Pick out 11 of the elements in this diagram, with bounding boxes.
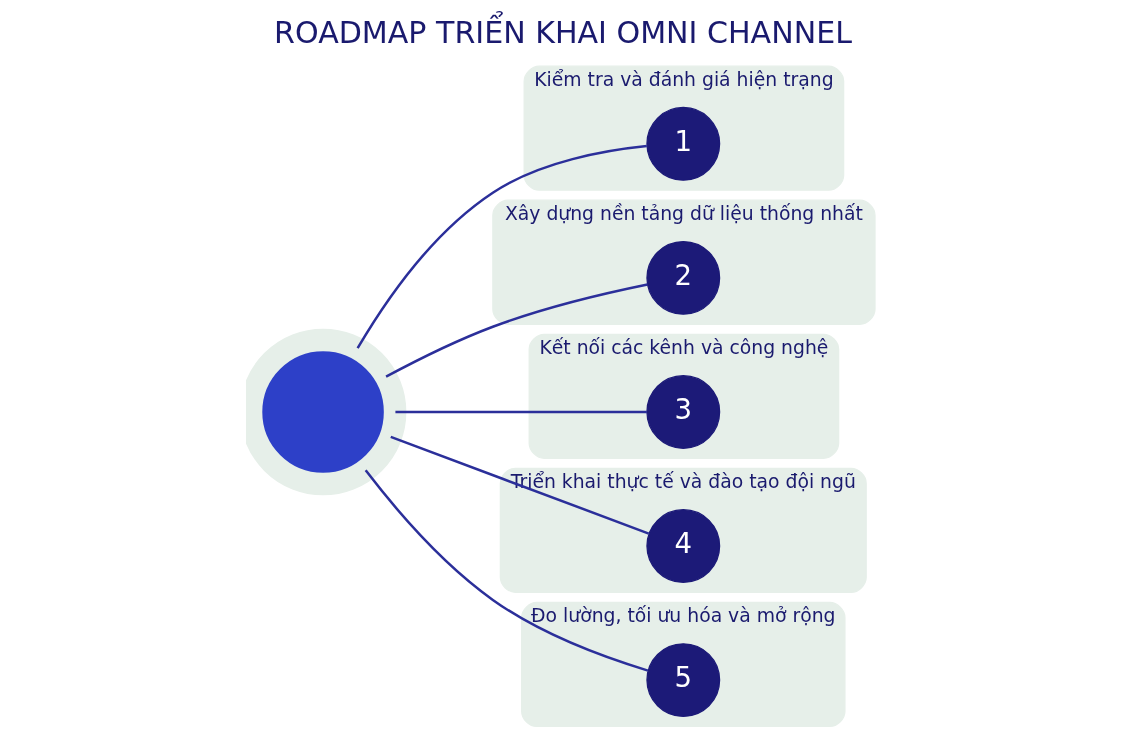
- connector: [356, 144, 647, 349]
- connector: [364, 469, 648, 672]
- node-circle: 5: [645, 643, 720, 718]
- connector: [394, 410, 647, 414]
- connector: [385, 283, 648, 378]
- node-circle: 1: [645, 106, 720, 181]
- node-circle: [245, 328, 406, 496]
- node-circle: 2: [645, 240, 720, 315]
- node-circle: 4: [645, 509, 720, 583]
- node-circle: 3: [645, 375, 720, 449]
- connector: [389, 435, 649, 535]
